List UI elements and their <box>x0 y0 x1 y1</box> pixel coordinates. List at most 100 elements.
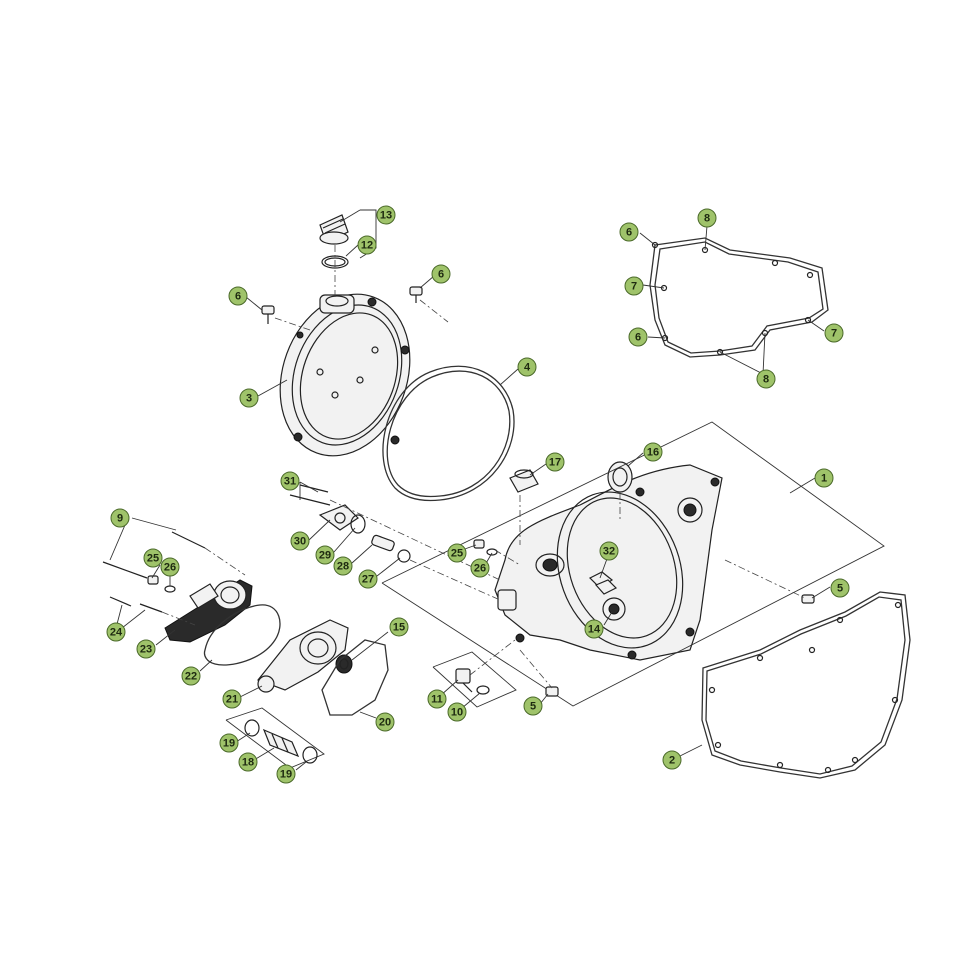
callout-bubble <box>181 666 201 686</box>
callout-bubble <box>228 286 248 306</box>
callout-bubble <box>222 689 242 709</box>
callout-24: 24 <box>106 622 126 642</box>
callout-18: 18 <box>238 752 258 772</box>
callout-8: 8 <box>697 208 717 228</box>
callout-bubble <box>280 471 300 491</box>
callout-bubble <box>447 702 467 722</box>
washer-26-right <box>486 548 498 556</box>
inner-cover-gasket <box>649 237 829 358</box>
callout-bubble <box>143 548 163 568</box>
clutch-cover <box>279 293 411 457</box>
callout-bubble <box>315 545 335 565</box>
callout-bubble <box>643 442 663 462</box>
assembly-frame-1 <box>381 421 885 707</box>
filter-sleeve-18 <box>262 728 300 758</box>
callout-bubble <box>447 543 467 563</box>
callout-number: 21 <box>226 694 238 706</box>
flange-30 <box>318 504 359 531</box>
callout-number: 20 <box>379 717 391 729</box>
callout-6: 6 <box>628 327 648 347</box>
callout-bubble <box>545 452 565 472</box>
bolt-9-long-1 <box>102 531 206 579</box>
callout-number: 14 <box>588 624 601 636</box>
callout-bubble <box>389 617 409 637</box>
callout-28: 28 <box>333 556 353 576</box>
callout-bubble <box>619 222 639 242</box>
callout-number: 6 <box>635 332 641 344</box>
callout-17: 17 <box>545 452 565 472</box>
callout-number: 9 <box>117 513 123 525</box>
callout-15: 15 <box>389 617 409 637</box>
bolt-6-right <box>409 286 423 303</box>
callout-6: 6 <box>228 286 248 306</box>
callout-bubble <box>584 619 604 639</box>
callout-8: 8 <box>756 369 776 389</box>
callout-number: 1 <box>821 473 827 485</box>
callout-6: 6 <box>431 264 451 284</box>
callout-2: 2 <box>662 750 682 770</box>
callout-number: 5 <box>837 583 843 595</box>
callout-number: 18 <box>242 757 254 769</box>
bolt-5-right <box>801 594 815 604</box>
callout-31: 31 <box>280 471 300 491</box>
callout-number: 3 <box>246 393 252 405</box>
callout-13: 13 <box>376 205 396 225</box>
callout-bubble <box>136 639 156 659</box>
callout-6: 6 <box>619 222 639 242</box>
callout-bubble <box>624 276 644 296</box>
clutch-cover-gasket <box>382 365 515 502</box>
callout-29: 29 <box>315 545 335 565</box>
main-gasket-holes <box>708 601 902 774</box>
callout-bubble <box>160 557 180 577</box>
callout-14: 14 <box>584 619 604 639</box>
callout-bubble <box>697 208 717 228</box>
callout-number: 26 <box>164 562 176 574</box>
alignment-lines <box>161 245 806 689</box>
ignition-cover <box>494 464 723 661</box>
callout-bubble <box>375 712 395 732</box>
callout-26: 26 <box>160 557 180 577</box>
assembly-frame-10-11 <box>432 651 517 708</box>
callout-number: 30 <box>294 536 306 548</box>
gasket-holes <box>651 241 814 356</box>
callout-25: 25 <box>447 543 467 563</box>
callout-number: 24 <box>110 627 123 639</box>
callout-number: 25 <box>147 553 159 565</box>
callout-25: 25 <box>143 548 163 568</box>
callout-number: 7 <box>831 328 837 340</box>
callout-21: 21 <box>222 689 242 709</box>
main-cover-gasket <box>701 591 911 779</box>
hose-fitting-17 <box>509 469 539 493</box>
leader-lines <box>109 209 831 771</box>
callout-number: 11 <box>431 694 443 706</box>
pump-housing <box>257 619 349 693</box>
callout-bubble <box>219 733 239 753</box>
washer-10 <box>476 685 490 695</box>
callout-number: 17 <box>549 457 561 469</box>
callout-12: 12 <box>357 235 377 255</box>
shaft-28 <box>371 534 395 552</box>
callout-bubble <box>470 558 490 578</box>
callout-number: 5 <box>530 701 536 713</box>
callout-number: 2 <box>669 755 675 767</box>
callout-23: 23 <box>136 639 156 659</box>
callout-number: 22 <box>185 671 197 683</box>
callout-9: 9 <box>110 508 130 528</box>
callout-number: 6 <box>438 269 444 281</box>
bolt-24 <box>109 596 163 613</box>
callout-number: 32 <box>603 546 615 558</box>
callout-27: 27 <box>358 569 378 589</box>
callout-19: 19 <box>276 764 296 784</box>
callout-number: 19 <box>280 769 292 781</box>
callout-5: 5 <box>830 578 850 598</box>
callout-26: 26 <box>470 558 490 578</box>
callout-number: 4 <box>524 362 531 374</box>
callout-bubble <box>628 327 648 347</box>
callout-number: 13 <box>380 210 392 222</box>
callout-bubble <box>106 622 126 642</box>
callout-number: 8 <box>763 374 769 386</box>
callout-19: 19 <box>219 733 239 753</box>
callout-bubble <box>517 357 537 377</box>
callout-1: 1 <box>814 468 834 488</box>
